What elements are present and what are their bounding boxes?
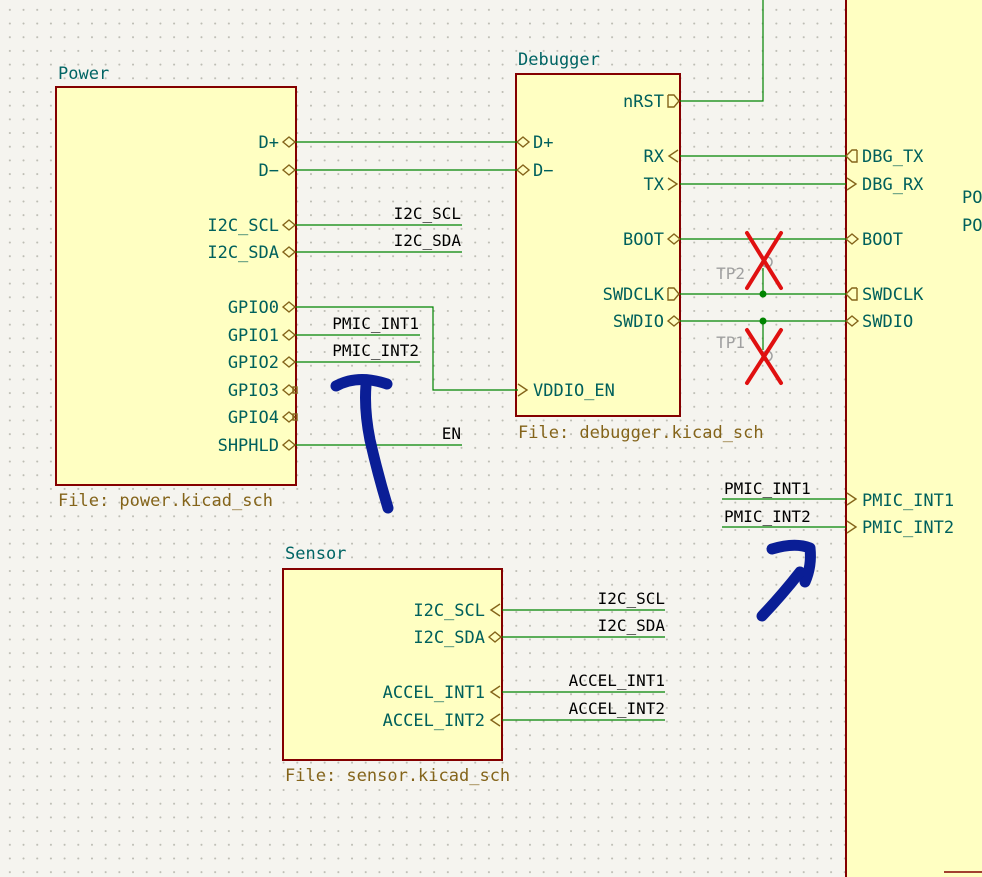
debugger-sheet[interactable]: Debugger File: debugger.kicad_sch D+ D− … [515,50,764,443]
net-label-power-en[interactable]: EN [442,424,461,443]
net-label-main-pmic-int1[interactable]: PMIC_INT1 [724,479,811,498]
tp2-exclude-mark [745,231,783,290]
power-sheet[interactable]: Power File: power.kicad_sch D+ D− I2C_SC… [55,64,298,511]
debugger-pin-tx: TX [644,175,665,195]
debugger-sheet-title: Debugger [518,50,600,70]
sensor-sheet-file: File: sensor.kicad_sch [285,766,510,786]
sensor-pin-accel-int1: ACCEL_INT1 [383,683,485,703]
debugger-pin-vddio-en: VDDIO_EN [533,381,615,401]
wires [296,0,846,721]
ink-arrow-gpio-annotation [330,374,394,514]
debugger-pin-dp: D+ [533,133,553,153]
power-pin-dp: D+ [259,133,279,153]
power-sheet-box[interactable] [55,86,297,486]
sensor-pin-i2c-sda: I2C_SDA [413,628,485,648]
power-pin-gpio1: GPIO1 [228,326,279,346]
sensor-sheet-box[interactable] [282,568,503,761]
power-pin-gpio2: GPIO2 [228,353,279,373]
debugger-sheet-file: File: debugger.kicad_sch [518,423,764,443]
net-label-power-pmic-int2[interactable]: PMIC_INT2 [332,341,419,360]
main-partial-label-1: PO [962,188,982,208]
junction-swdclk [759,290,767,298]
power-pin-dm: D− [259,161,279,181]
debugger-pin-rx: RX [644,147,665,167]
main-sheet-box[interactable] [845,0,982,877]
net-label-sensor-accel-int2[interactable]: ACCEL_INT2 [569,699,665,718]
power-sheet-title: Power [58,64,109,84]
tp1-label: TP1 [716,333,745,352]
power-pin-shphld: SHPHLD [218,436,279,456]
net-label-sensor-sda[interactable]: I2C_SDA [598,616,666,635]
sensor-sheet[interactable]: Sensor File: sensor.kicad_sch I2C_SCL I2… [282,544,510,786]
junction-swdio [759,317,767,325]
debugger-pin-swdio: SWDIO [613,312,664,332]
power-sheet-file: File: power.kicad_sch [58,491,273,511]
main-pin-markers [844,149,860,534]
main-pin-pmic-int2: PMIC_INT2 [862,518,954,538]
main-pin-swdio: SWDIO [862,312,913,332]
net-label-power-sda[interactable]: I2C_SDA [394,231,462,250]
power-pin-gpio3: GPIO3 [228,381,279,401]
ink-arrow-pmic-annotation [756,539,816,622]
debugger-pin-markers [515,94,682,397]
debugger-pin-swdclk: SWDCLK [603,285,665,305]
main-pin-dbg-rx: DBG_RX [862,175,924,195]
debugger-pin-dm: D− [533,161,553,181]
net-label-sensor-scl[interactable]: I2C_SCL [598,589,665,608]
power-pin-gpio4: GPIO4 [228,408,279,428]
power-pin-i2c-scl: I2C_SCL [207,216,279,236]
power-pin-markers [281,136,298,451]
sensor-sheet-title: Sensor [285,544,346,564]
main-pin-swdclk: SWDCLK [862,285,924,305]
debugger-sheet-box[interactable] [515,73,681,417]
net-label-power-pmic-int1[interactable]: PMIC_INT1 [332,314,419,333]
sensor-pin-accel-int2: ACCEL_INT2 [383,711,485,731]
tp2-label: TP2 [716,264,745,283]
main-pin-boot: BOOT [862,230,903,250]
power-pin-i2c-sda: I2C_SDA [207,243,279,263]
main-pin-pmic-int1: PMIC_INT1 [862,491,954,511]
tp1-exclude-mark [745,328,783,385]
main-partial-label-2: PO [962,216,982,236]
power-pin-gpio0: GPIO0 [228,298,279,318]
main-pin-dbg-tx: DBG_TX [862,147,924,167]
net-label-power-scl[interactable]: I2C_SCL [394,204,461,223]
debugger-pin-nrst: nRST [623,92,664,112]
sensor-pin-i2c-scl: I2C_SCL [413,601,485,621]
net-label-main-pmic-int2[interactable]: PMIC_INT2 [724,507,811,526]
main-sheet[interactable]: DBG_TX DBG_RX BOOT SWDCLK SWDIO PMIC_INT… [844,0,982,877]
net-label-sensor-accel-int1[interactable]: ACCEL_INT1 [569,671,665,690]
sensor-pin-markers [487,603,503,727]
debugger-pin-boot: BOOT [623,230,664,250]
